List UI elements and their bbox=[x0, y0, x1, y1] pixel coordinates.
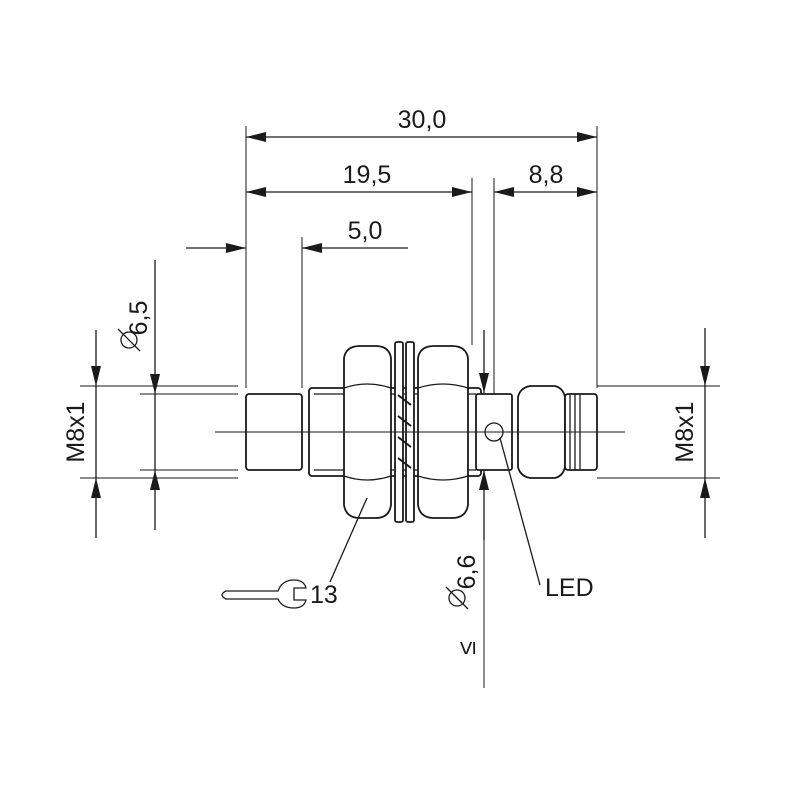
dimension-housing-diameter: 6,6 ≤ bbox=[445, 330, 489, 655]
wrench-icon bbox=[221, 579, 307, 609]
diameter-symbol bbox=[445, 586, 469, 610]
dimension-thread-left: M8x1 bbox=[62, 330, 101, 538]
dimension-label-length-to-face: 19,5 bbox=[343, 161, 392, 189]
dimension-label-overall-length: 30,0 bbox=[398, 106, 447, 134]
dimension-label-sensing-face-diameter: 6,5 bbox=[125, 301, 153, 336]
dimension-label-connector-length: 8,8 bbox=[529, 161, 564, 189]
dimension-thread-right: M8x1 bbox=[671, 328, 710, 538]
led-callout: LED bbox=[499, 437, 594, 602]
dimension-sensing-face-diameter: 6,5 bbox=[117, 260, 160, 530]
dimension-overall-length: 30,0 bbox=[246, 106, 597, 142]
wrench-callout: 13 bbox=[221, 497, 368, 609]
diameter-symbol bbox=[117, 328, 141, 352]
dimension-label-sensing-offset: 5,0 bbox=[348, 217, 383, 245]
extension-lines bbox=[80, 126, 720, 688]
dimension-label-thread-left: M8x1 bbox=[62, 401, 90, 462]
dimension-connector-length: 8,8 bbox=[494, 161, 597, 197]
dimension-prefix-housing-diameter: ≤ bbox=[453, 641, 481, 655]
led-label: LED bbox=[545, 574, 594, 602]
dimension-length-to-face: 19,5 bbox=[246, 161, 472, 197]
wrench-size-label: 13 bbox=[310, 581, 338, 609]
dimension-sensing-offset: 5,0 bbox=[186, 217, 408, 253]
dimension-label-thread-right: M8x1 bbox=[671, 401, 699, 462]
dimension-label-housing-diameter: 6,6 bbox=[453, 555, 481, 590]
